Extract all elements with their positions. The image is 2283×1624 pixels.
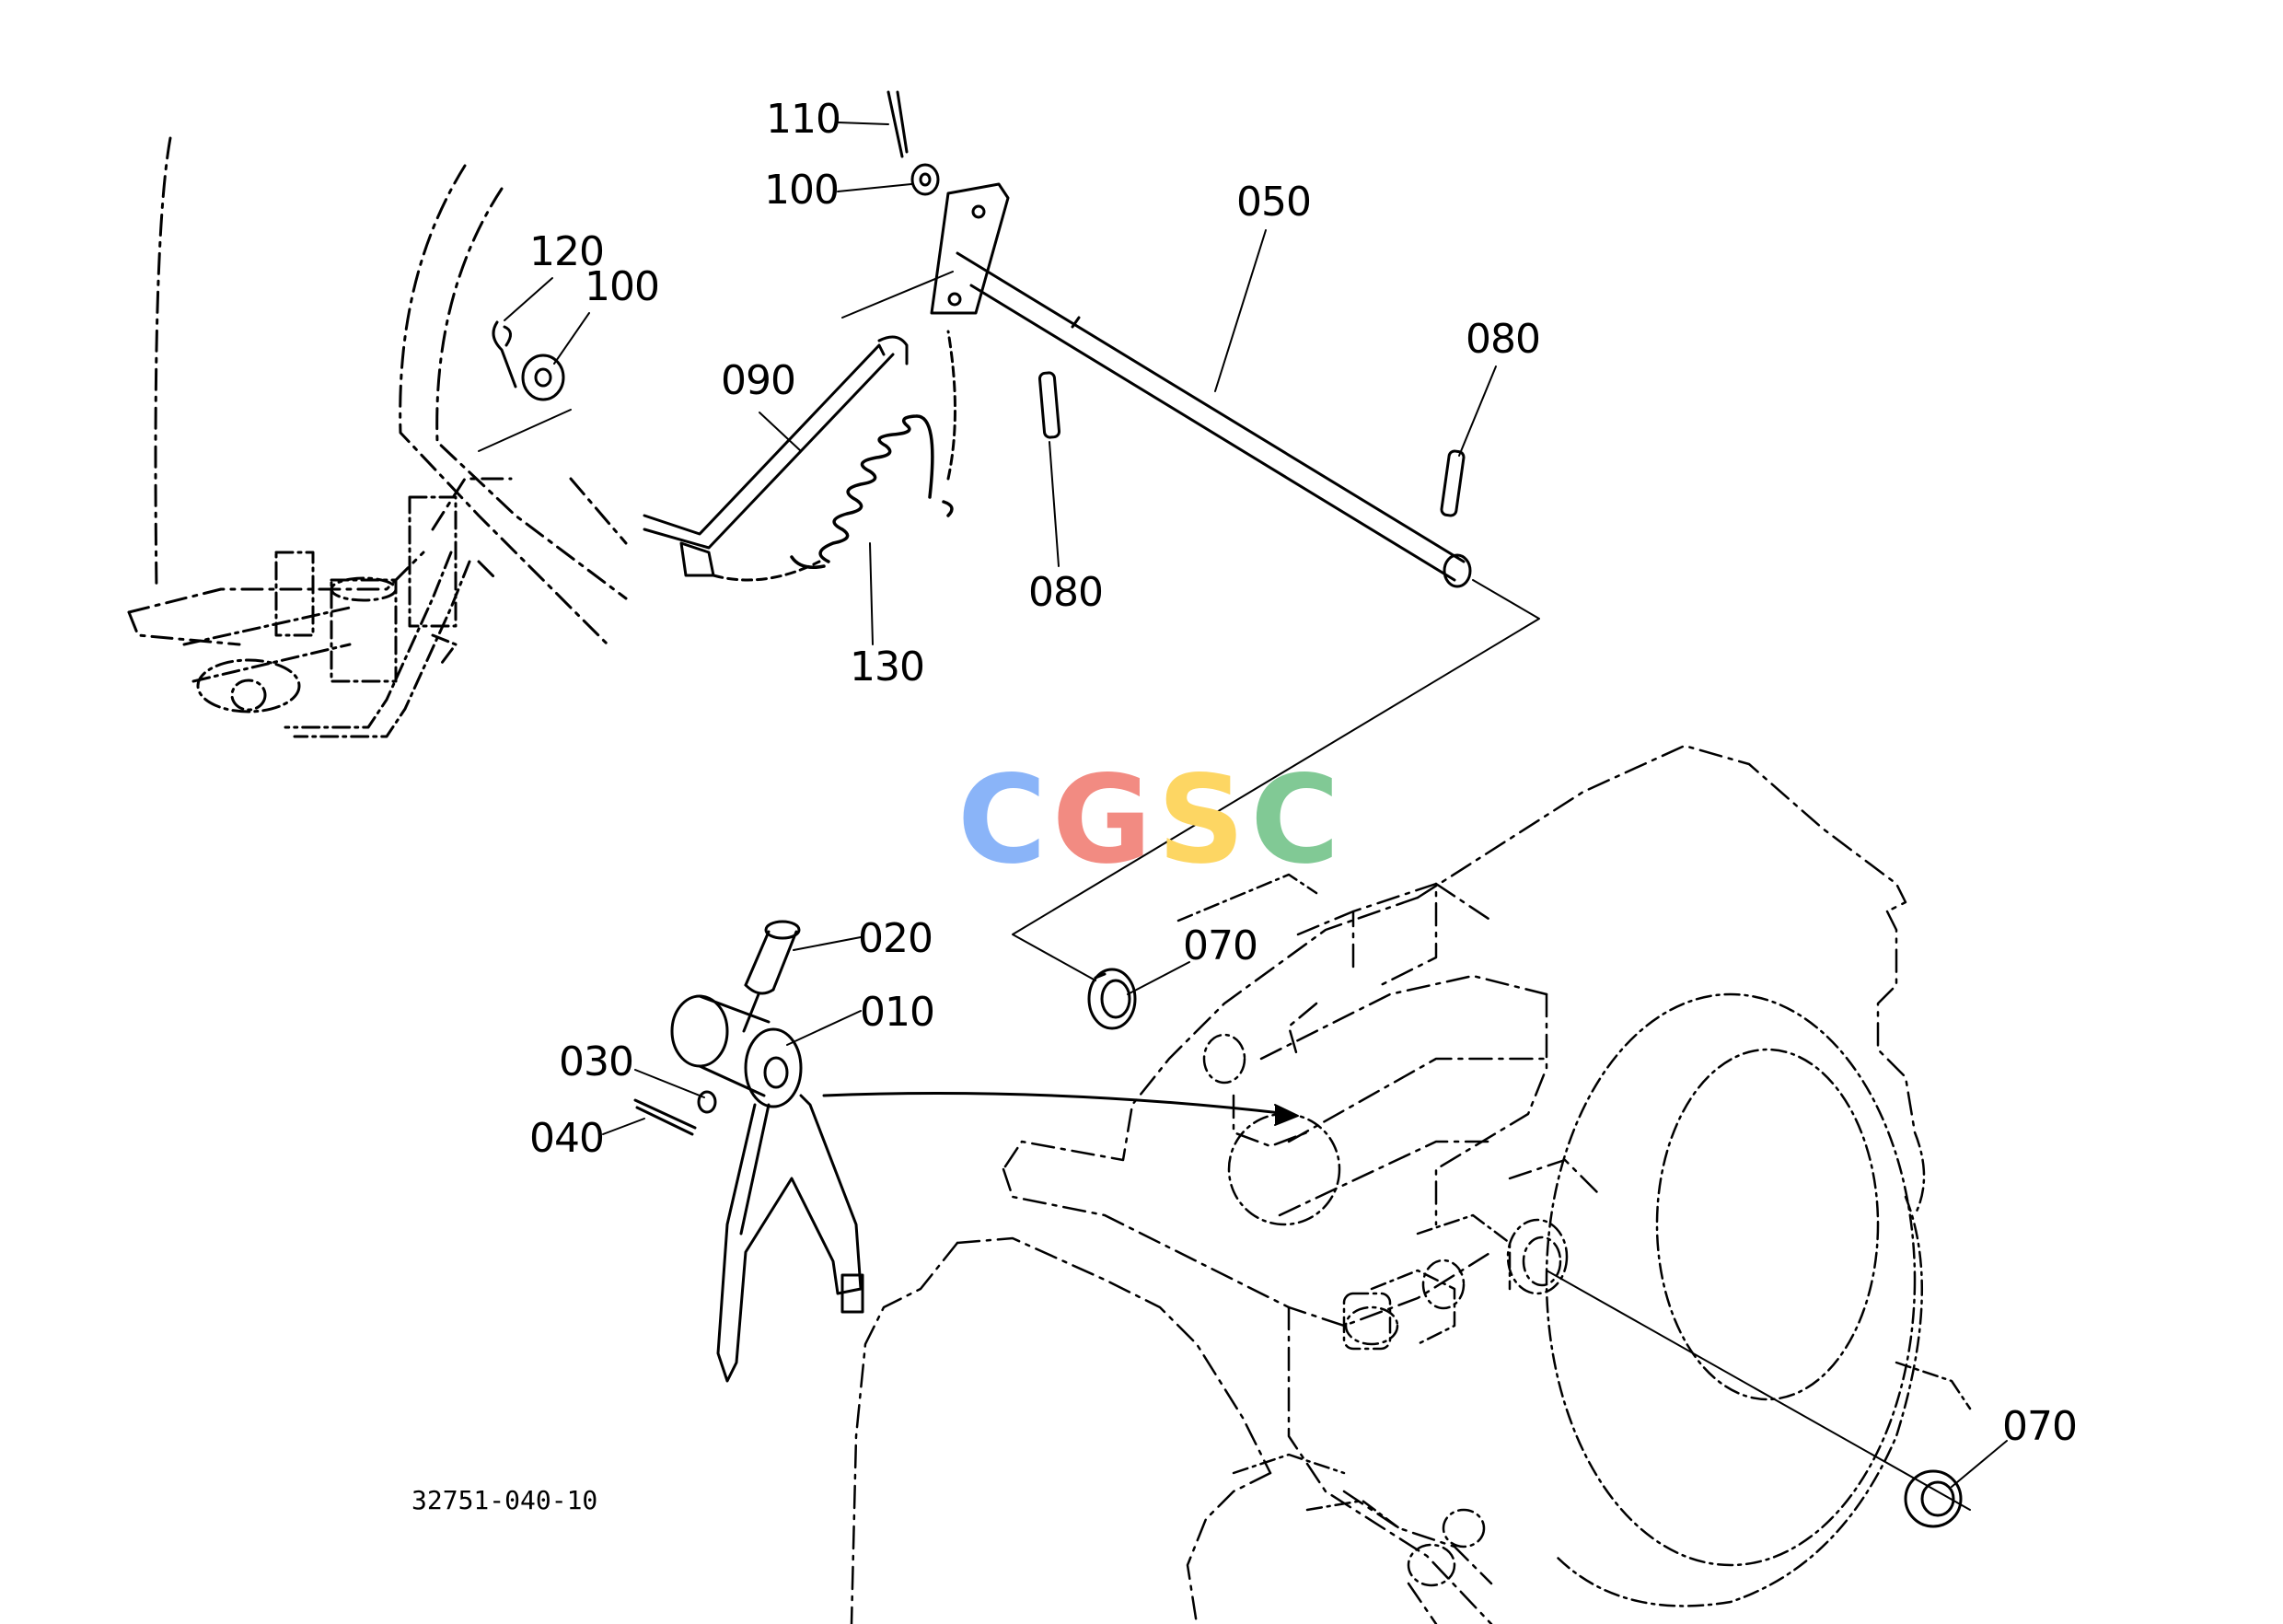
callout-070-upper: 070 xyxy=(1183,922,1258,969)
callout-070-lower: 070 xyxy=(2002,1403,2078,1450)
assembly-arrows xyxy=(712,330,956,582)
callout-020: 020 xyxy=(858,915,933,962)
callout-090: 090 xyxy=(721,357,796,404)
shaft-050 xyxy=(956,251,1472,588)
spring-pin-080-mid xyxy=(1037,371,1061,439)
callout-080-right: 080 xyxy=(1466,316,1541,363)
split-pin-110 xyxy=(887,90,909,158)
clip-120 xyxy=(492,320,517,389)
watermark-letter: S xyxy=(1157,749,1251,891)
callout-010: 010 xyxy=(860,989,935,1036)
shift-fork-010 xyxy=(670,994,864,1383)
watermark-letter: C xyxy=(957,749,1052,891)
callout-080-mid: 080 xyxy=(1028,569,1104,616)
bearing-070-upper xyxy=(1087,968,1137,1030)
pin-020 xyxy=(742,920,801,1033)
callout-130: 130 xyxy=(850,644,925,690)
fork-install-arrow xyxy=(822,1092,1291,1116)
callout-110: 110 xyxy=(766,96,841,143)
assembly-guidelines xyxy=(478,271,1971,1511)
watermark-letter: C xyxy=(1250,749,1346,891)
transmission-case-details xyxy=(1176,873,1972,1607)
callout-100-top: 100 xyxy=(764,167,840,214)
washer-100-left xyxy=(521,354,565,401)
callout-100-left: 100 xyxy=(585,263,660,310)
frame-outline xyxy=(127,136,628,646)
spring-130 xyxy=(790,414,954,569)
callout-040: 040 xyxy=(529,1115,605,1162)
cotter-pin-040 xyxy=(633,1098,697,1136)
callout-030: 030 xyxy=(559,1038,634,1085)
watermark-logo: CGSC xyxy=(957,760,1345,881)
shift-linkage-left xyxy=(182,495,471,738)
callout-050: 050 xyxy=(1236,179,1312,226)
spring-pin-080-right xyxy=(1440,449,1466,517)
bracket-plate xyxy=(930,182,1010,315)
watermark-letter: G xyxy=(1051,749,1158,891)
washer-030 xyxy=(697,1090,717,1114)
washer-100-top xyxy=(910,163,940,196)
bearing-070-lower xyxy=(1904,1469,1963,1528)
callout-120: 120 xyxy=(529,228,605,275)
drawing-number: 32751-040-10 xyxy=(411,1485,598,1515)
